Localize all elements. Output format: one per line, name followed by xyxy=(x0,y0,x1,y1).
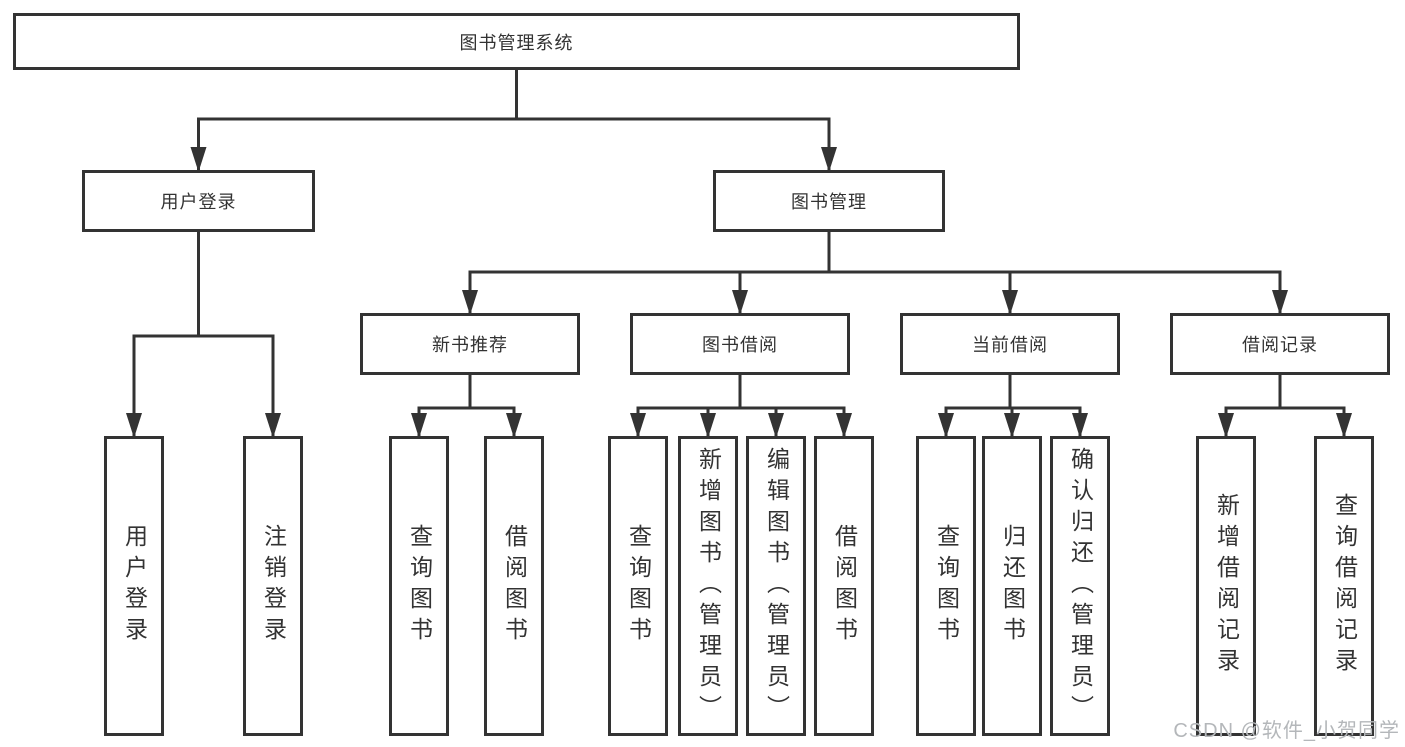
node-label: 查询借阅记录 xyxy=(1331,493,1358,679)
arrowhead-icon xyxy=(1272,290,1288,315)
node-borrowing-records: 借阅记录 xyxy=(1170,313,1390,375)
arrowhead-icon xyxy=(1336,413,1352,438)
arrowhead-icon xyxy=(732,290,748,315)
node-label: 图书管理 xyxy=(791,192,867,212)
node-borrow-books-1: 借阅图书 xyxy=(484,436,544,736)
arrowhead-icon xyxy=(1218,413,1234,438)
arrowhead-icon xyxy=(190,147,207,172)
node-label: 归还图书 xyxy=(999,524,1026,648)
arrowhead-icon xyxy=(265,413,281,438)
arrowhead-icon xyxy=(462,290,478,315)
node-label: 图书借阅 xyxy=(702,335,778,355)
node-label: 注销登录 xyxy=(260,524,287,648)
node-query-books-3: 查询图书 xyxy=(916,436,976,736)
node-label: 查询图书 xyxy=(406,524,433,648)
node-query-borrow-record: 查询借阅记录 xyxy=(1314,436,1374,736)
arrowhead-icon xyxy=(1072,413,1088,438)
node-current-borrowing: 当前借阅 xyxy=(900,313,1120,375)
arrowhead-icon xyxy=(506,413,522,438)
arrowhead-icon xyxy=(411,413,427,438)
node-label: 查询图书 xyxy=(625,524,652,648)
node-label: 确认归还（管理员） xyxy=(1067,446,1094,726)
node-edit-books-admin: 编辑图书（管理员） xyxy=(746,436,806,736)
node-label: 借阅记录 xyxy=(1242,335,1318,355)
arrowhead-icon xyxy=(938,413,954,438)
node-add-borrow-record: 新增借阅记录 xyxy=(1196,436,1256,736)
node-label: 新增借阅记录 xyxy=(1213,493,1240,679)
node-confirm-return-admin: 确认归还（管理员） xyxy=(1050,436,1110,736)
node-return-books: 归还图书 xyxy=(982,436,1042,736)
arrowhead-icon xyxy=(126,413,142,438)
node-new-book-recommend: 新书推荐 xyxy=(360,313,580,375)
node-label: 查询图书 xyxy=(933,524,960,648)
node-label: 借阅图书 xyxy=(501,524,528,648)
arrowhead-icon xyxy=(768,413,784,438)
node-query-books-1: 查询图书 xyxy=(389,436,449,736)
node-root: 图书管理系统 xyxy=(13,13,1020,70)
node-label: 新书推荐 xyxy=(432,335,508,355)
node-book-management: 图书管理 xyxy=(713,170,945,232)
arrowhead-icon xyxy=(821,147,837,172)
node-query-books-2: 查询图书 xyxy=(608,436,668,736)
node-borrow-books-2: 借阅图书 xyxy=(814,436,874,736)
node-label: 用户登录 xyxy=(160,192,237,212)
arrowhead-icon xyxy=(1002,290,1018,315)
node-add-books-admin: 新增图书（管理员） xyxy=(678,436,738,736)
node-logout-leaf: 注销登录 xyxy=(243,436,303,736)
node-label: 图书管理系统 xyxy=(459,32,574,53)
arrowhead-icon xyxy=(836,413,852,438)
node-label: 借阅图书 xyxy=(831,524,858,648)
node-label: 当前借阅 xyxy=(972,335,1048,355)
arrowhead-icon xyxy=(630,413,646,438)
node-label: 新增图书（管理员） xyxy=(695,446,722,726)
node-user-login-leaf: 用户登录 xyxy=(104,436,164,736)
node-label: 用户登录 xyxy=(121,524,148,648)
node-book-borrowing: 图书借阅 xyxy=(630,313,850,375)
arrowhead-icon xyxy=(1004,413,1020,438)
node-user-login: 用户登录 xyxy=(82,170,315,232)
node-label: 编辑图书（管理员） xyxy=(763,446,790,726)
arrowhead-icon xyxy=(700,413,716,438)
